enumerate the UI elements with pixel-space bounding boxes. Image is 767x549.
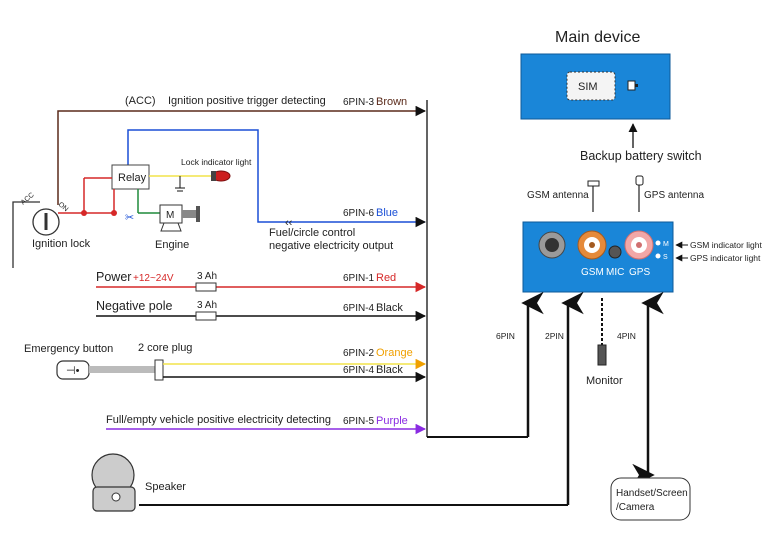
full-empty-label: Full/empty vehicle positive electricity … <box>106 414 331 426</box>
gsm-indicator-label: GSM indicator light <box>690 240 762 250</box>
fuel-control-wire <box>127 129 427 228</box>
wire-color-black-2: Black <box>376 364 403 376</box>
acc-wire <box>57 105 427 205</box>
svg-text:S: S <box>663 254 668 261</box>
acc-label: (ACC) <box>125 95 156 107</box>
gsm-indicator-light <box>655 240 661 246</box>
gps-indicator-light <box>655 253 661 259</box>
backup-switch-label: Backup battery switch <box>580 149 702 163</box>
ignition-trigger-label: Ignition positive trigger detecting <box>168 95 326 107</box>
gps-indicator-label: GPS indicator light <box>690 253 761 263</box>
emergency-button-label: Emergency button <box>24 343 113 355</box>
wire-pin-black-2: 6PIN-4 <box>343 365 375 376</box>
power-voltage: +12~24V <box>133 273 174 284</box>
power-label: Power <box>96 270 131 284</box>
fuse-icon <box>195 311 217 321</box>
handset-label-1: Handset/Screen <box>616 488 688 499</box>
svg-text:3 Ah: 3 Ah <box>197 271 217 282</box>
wire-pin-purple: 6PIN-5 <box>343 416 375 427</box>
wire-pin-red: 6PIN-1 <box>343 273 375 284</box>
svg-text:M: M <box>663 241 669 248</box>
main-device-title: Main device <box>555 29 640 46</box>
wire-color-purple: Purple <box>376 415 408 427</box>
gps-antenna-icon <box>635 175 644 186</box>
wire-pin-blue: 6PIN-6 <box>343 208 375 219</box>
svg-text:⊣•: ⊣• <box>66 365 80 377</box>
handset-label-2: /Camera <box>616 502 655 513</box>
engine-label: Engine <box>155 239 189 251</box>
speaker-label: Speaker <box>145 481 186 493</box>
fuel-control-label-2: negative electricity output <box>269 240 393 252</box>
monitor-microphone-icon <box>597 344 607 366</box>
relay-label: Relay <box>118 172 147 184</box>
wire-color-orange: Orange <box>376 347 413 359</box>
svg-text:3 Ah: 3 Ah <box>197 300 217 311</box>
two-core-plug-icon <box>154 359 164 381</box>
6pin-label: 6PIN <box>496 331 515 341</box>
wire-color-black: Black <box>376 302 403 314</box>
wire-pin-black: 6PIN-4 <box>343 303 375 314</box>
lock-indicator-label: Lock indicator light <box>181 157 252 167</box>
gps-antenna-label: GPS antenna <box>644 190 704 201</box>
relay-box <box>111 164 150 190</box>
gps-port-label: GPS <box>629 267 650 278</box>
fuse-icon <box>195 282 217 292</box>
two-core-plug-label: 2 core plug <box>138 342 192 354</box>
mic-port-label: MIC <box>606 267 624 278</box>
sim-card-slot <box>566 71 616 101</box>
sim-label: SIM <box>578 81 598 93</box>
fuel-control-arrows-icon: ‹‹ <box>285 217 293 229</box>
svg-text:M: M <box>166 210 174 221</box>
2pin-label: 2PIN <box>545 331 564 341</box>
wire-color-blue: Blue <box>376 207 398 219</box>
ignition-lock-label: Ignition lock <box>32 238 91 250</box>
battery-switch-icon <box>627 80 636 91</box>
gsm-antenna-label: GSM antenna <box>527 190 589 201</box>
scissors-icon: ✂ <box>125 212 134 224</box>
svg-text:ACC: ACC <box>20 192 36 207</box>
negative-pole-label: Negative pole <box>96 299 172 313</box>
monitor-label: Monitor <box>586 375 623 387</box>
wire-pin-brown: 6PIN-3 <box>343 97 375 108</box>
wire-color-brown: Brown <box>376 96 407 108</box>
4pin-label: 4PIN <box>617 331 636 341</box>
gsm-antenna-icon <box>587 180 600 187</box>
handset-screen-camera-box <box>610 477 691 521</box>
mic-port <box>608 245 622 259</box>
gsm-port-label: GSM <box>581 267 604 278</box>
fuel-control-label-1: Fuel/circle control <box>269 227 355 239</box>
wire-color-red: Red <box>376 272 396 284</box>
wire-pin-orange: 6PIN-2 <box>343 348 375 359</box>
svg-text:ON: ON <box>57 201 70 213</box>
